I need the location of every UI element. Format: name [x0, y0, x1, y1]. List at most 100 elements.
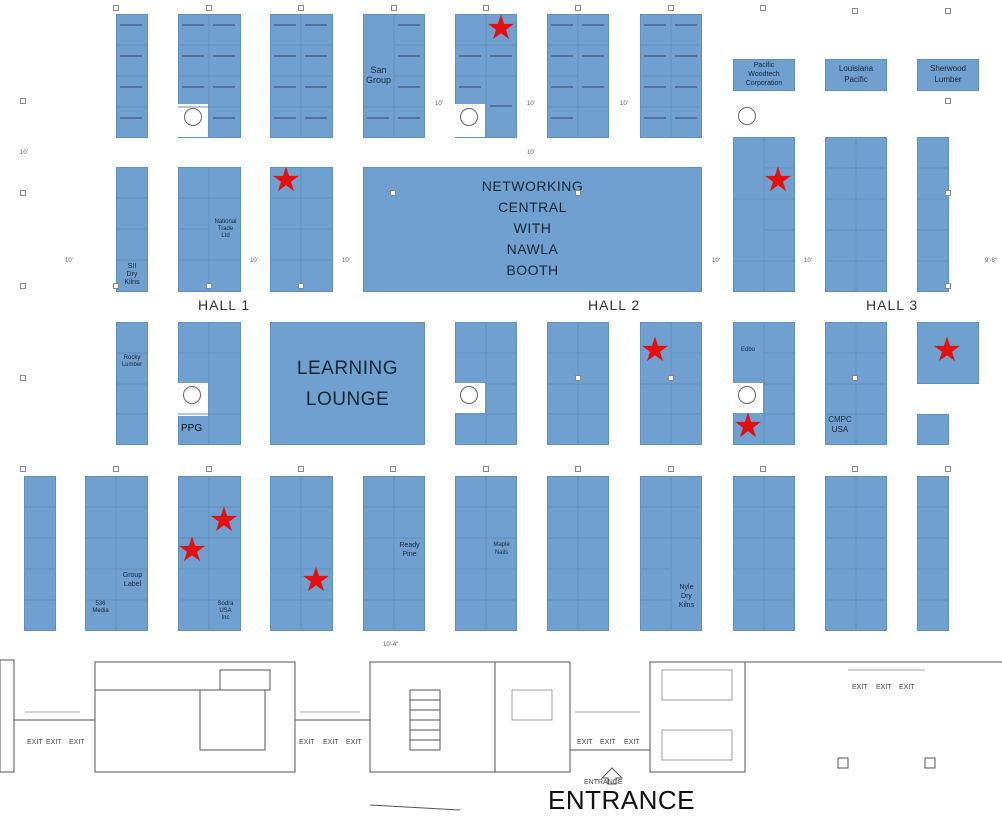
marker-square: [20, 466, 26, 472]
dimension-label: 10': [20, 150, 28, 156]
marker-square: [945, 98, 951, 104]
column-circle-6: [738, 386, 756, 404]
marker-square: [390, 190, 396, 196]
highlight-star-icon[interactable]: ★: [485, 9, 517, 47]
booth-group-label[interactable]: Group Label: [122, 572, 143, 588]
marker-square: [945, 283, 951, 289]
marker-square: [852, 375, 858, 381]
booth-cmpc-usa[interactable]: CMPC USA: [828, 415, 852, 434]
booth-nyle[interactable]: Nyle Dry Kilns: [678, 584, 695, 609]
booth-block-r1-c10[interactable]: [917, 137, 949, 292]
marker-square: [206, 283, 212, 289]
column-circle-1b: [184, 108, 202, 126]
dimension-label: 10': [527, 101, 535, 107]
entrance-small-label: ENTRANCE: [584, 779, 623, 786]
marker-square: [852, 466, 858, 472]
marker-square: [668, 466, 674, 472]
booth-plateau[interactable]: San Group: [365, 65, 391, 85]
learning-lounge[interactable]: [270, 322, 425, 445]
booth-ready-pine[interactable]: Ready Pine: [399, 542, 420, 558]
highlight-star-icon[interactable]: ★: [762, 161, 794, 199]
learning-lounge-label: LEARNING LOUNGE: [296, 358, 399, 410]
marker-square: [391, 5, 397, 11]
booth-national-trade[interactable]: National Trade Ltd: [214, 219, 237, 239]
marker-square: [945, 8, 951, 14]
marker-square: [945, 466, 951, 472]
booth-louisiana-pacific-label: Louisiana Pacific: [838, 64, 874, 84]
marker-square: [945, 190, 951, 196]
marker-square: [668, 375, 674, 381]
marker-square: [298, 283, 304, 289]
booth-sherwood-lumber[interactable]: [917, 59, 979, 91]
marker-square: [298, 5, 304, 11]
column-circle-5: [460, 386, 478, 404]
marker-square: [483, 5, 489, 11]
exit-sign: EXIT: [624, 739, 640, 746]
marker-square: [113, 466, 119, 472]
marker-square: [113, 283, 119, 289]
booth-pacific-woodtech[interactable]: [733, 59, 795, 91]
booth-block-r4-c0[interactable]: [24, 476, 56, 631]
booth-block-r4-c10[interactable]: [917, 476, 949, 631]
dimension-label: 10': [527, 150, 535, 156]
main-entrance-label[interactable]: ENTRANCE: [548, 785, 696, 815]
exit-sign: EXIT: [46, 739, 62, 746]
highlight-star-icon[interactable]: ★: [176, 531, 208, 569]
booth-pacific-woodtech-label: Pacific Woodtech Corporation: [745, 62, 783, 87]
exit-sign: EXIT: [69, 739, 85, 746]
networking-central[interactable]: [363, 167, 702, 292]
booth-alco[interactable]: Edbo: [740, 347, 755, 353]
dimension-label: 10'-4": [383, 642, 399, 648]
marker-square: [575, 5, 581, 11]
booth-ppg-label: PPG: [181, 423, 203, 434]
highlight-star-icon[interactable]: ★: [300, 561, 332, 599]
marker-square: [20, 283, 26, 289]
marker-square: [206, 5, 212, 11]
dimension-label: 10': [712, 258, 720, 264]
marker-square: [483, 466, 489, 472]
booth-sodra[interactable]: Sodra USA Inc: [217, 601, 234, 621]
exit-sign: EXIT: [876, 684, 892, 691]
booth-sherwood-lumber-label: Sherwood Lumber: [929, 64, 967, 84]
dimension-label: 9'-8": [985, 258, 997, 264]
highlight-star-icon[interactable]: ★: [270, 161, 302, 199]
hall-3-label: HALL 3: [866, 297, 919, 313]
highlight-star-icon[interactable]: ★: [639, 331, 671, 369]
dimension-label: 10': [435, 101, 443, 107]
column-circle-3: [738, 107, 756, 125]
marker-square: [760, 466, 766, 472]
column-circle-2: [460, 108, 478, 126]
marker-square: [20, 190, 26, 196]
exit-sign: EXIT: [600, 739, 616, 746]
dimension-label: 10': [342, 258, 350, 264]
exit-sign: EXIT: [27, 739, 43, 746]
marker-square: [668, 5, 674, 11]
booth-sp-dry-kilns[interactable]: SII Dry Kilns: [124, 263, 140, 286]
marker-square: [575, 375, 581, 381]
highlight-star-icon[interactable]: ★: [732, 407, 764, 445]
highlight-star-icon[interactable]: ★: [931, 331, 963, 369]
hall-2-label: HALL 2: [588, 297, 641, 313]
marker-square: [852, 8, 858, 14]
booth-louisiana-pacific[interactable]: [825, 59, 887, 91]
exit-sign: EXIT: [899, 684, 915, 691]
marker-square: [20, 98, 26, 104]
building-floor-plan: [0, 659, 1002, 811]
dimension-label: 10': [65, 258, 73, 264]
booth-rocky[interactable]: Rocky Lumber: [121, 355, 143, 368]
marker-square: [113, 5, 119, 11]
dimension-label: 10': [620, 101, 628, 107]
marker-square: [760, 5, 766, 11]
booth-block-r3-c9[interactable]: [917, 322, 979, 384]
exit-sign: EXIT: [323, 739, 339, 746]
exit-sign: EXIT: [346, 739, 362, 746]
booth-block-r3-c10[interactable]: [917, 414, 949, 445]
dimension-label: 10': [804, 258, 812, 264]
exit-sign: EXIT: [299, 739, 315, 746]
highlight-star-icon[interactable]: ★: [208, 501, 240, 539]
booth-s36-media[interactable]: 536 Media: [92, 601, 109, 614]
exit-sign: EXIT: [852, 684, 868, 691]
booth-maple[interactable]: Maple Nails: [493, 542, 510, 556]
marker-square: [575, 190, 581, 196]
